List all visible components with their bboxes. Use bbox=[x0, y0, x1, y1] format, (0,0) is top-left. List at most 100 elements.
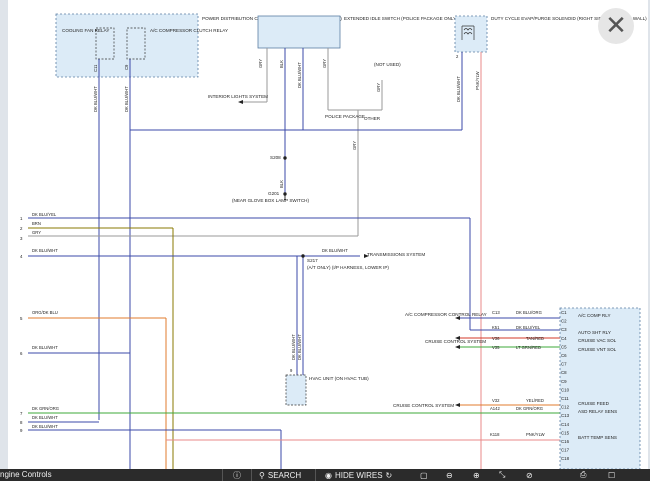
extended-idle-switch-box bbox=[257, 15, 341, 49]
not-used-label: (NOT USED) bbox=[374, 62, 401, 67]
s217-detail-label: (A/T ONLY) (I/P HARNESS, LOWER IP) bbox=[307, 265, 389, 270]
pcm-pin-c1: C1 bbox=[561, 310, 567, 315]
search-button[interactable]: ⚲ SEARCH bbox=[259, 469, 301, 481]
zoom-in-button[interactable]: ⊕ bbox=[473, 469, 480, 481]
pcm-pin-c18: C18 bbox=[561, 456, 570, 461]
pin-label-2: 2 bbox=[456, 54, 459, 59]
cooling-fan-relay-label: COOLING FAN RELAY bbox=[62, 28, 109, 33]
pcm-pin-c9: C9 bbox=[561, 379, 567, 384]
wire-label-gry: GRY bbox=[258, 59, 263, 68]
zoom-out-icon: ⊖ bbox=[446, 470, 453, 480]
cruise-control-system-label: CRUISE CONTROL SYSTEM bbox=[425, 339, 486, 344]
wire-label-gry-4: GRY bbox=[352, 141, 357, 150]
pcm-label-ac-comp-rly: A/C COMP RLY bbox=[578, 313, 611, 318]
pcm-pin-c4: C4 bbox=[561, 336, 567, 341]
pcm-pin-c7: C7 bbox=[561, 362, 567, 367]
other-label: OTHER bbox=[364, 116, 381, 121]
transmissions-system-label: TRANSMISSIONS SYSTEM bbox=[367, 252, 425, 257]
duty-cycle-solenoid-label: DUTY CYCLE EVAP/PURGE SOLENOID (RIGHT SI… bbox=[491, 16, 647, 21]
fit-screen-button[interactable]: ▢ bbox=[420, 469, 428, 481]
wire-label-dk-blu-yel-2: DK BLU/YEL bbox=[516, 325, 541, 330]
wire-label-dk-blu-wht-3: DK BLU/WHT bbox=[93, 86, 98, 112]
wiring-diagram-svg: COOLING FAN RELAY A/C COMPRESSOR CLUTCH … bbox=[20, 13, 647, 469]
solenoid-coil-icon bbox=[461, 25, 475, 40]
hvac-unit-box bbox=[285, 374, 307, 406]
circuit-k51: K51 bbox=[492, 325, 500, 330]
left-pin-1: 1 bbox=[20, 216, 23, 221]
left-pin-8: 8 bbox=[20, 420, 23, 425]
hide-wires-button[interactable]: ◉ HIDE WIRES ↻ bbox=[325, 469, 392, 481]
window-icon: ☐ bbox=[608, 470, 616, 480]
left-pin-7: 7 bbox=[20, 411, 23, 416]
pcm-label-asd-relay-sens: ASD RELAY SENS bbox=[578, 409, 617, 414]
search-label: SEARCH bbox=[267, 470, 302, 480]
wire-label-gry-2: GRY bbox=[322, 59, 327, 68]
pcm-label-cruise-vac-sol: CRUISE VAC SOL bbox=[578, 338, 617, 343]
circuit-v36: V36 bbox=[492, 336, 500, 341]
pcm-pin-c17: C17 bbox=[561, 448, 570, 453]
hide-wires-label: HIDE WIRES bbox=[334, 470, 383, 480]
wire-label-dk-grn-org-2: DK GRN/ORG bbox=[516, 406, 543, 411]
wire-label-dk-blu-wht-5: DK BLU/WHT bbox=[291, 334, 296, 360]
left-pin-4: 4 bbox=[20, 254, 23, 259]
pcm-pin-c16: C16 bbox=[561, 439, 570, 444]
s208-label: S208 bbox=[270, 155, 281, 160]
pcm-label-cruise-feed: CRUISE FEED bbox=[578, 401, 610, 406]
color-off-button[interactable]: ⊘ bbox=[526, 469, 533, 481]
extended-idle-switch-label: EXTENDED IDLE SWITCH (POLICE PACKAGE ONL… bbox=[344, 16, 458, 21]
ac-compressor-clutch-relay-label: A/C COMPRESSOR CLUTCH RELAY bbox=[150, 28, 228, 33]
print-button[interactable]: ⎙ bbox=[580, 469, 586, 481]
wire-label-pnk-ylw-2: PNK/YLW bbox=[526, 432, 545, 437]
toolbar-divider bbox=[251, 469, 252, 481]
toolbar-close-button[interactable]: ☐ bbox=[608, 469, 615, 481]
compress-icon: ⤡ bbox=[499, 470, 506, 479]
close-button[interactable]: ✕ bbox=[598, 8, 634, 44]
zoom-out-button[interactable]: ⊖ bbox=[446, 469, 453, 481]
g201-label: G201 bbox=[268, 191, 280, 196]
ac-clutch-relay-box bbox=[126, 27, 146, 60]
wire-label-org-dk-blu: ORG/DK BLU bbox=[32, 310, 58, 315]
pin-label-9: 9 bbox=[290, 368, 293, 373]
pcm-pin-c3: C3 bbox=[561, 327, 567, 332]
wire-label-blk: BLK bbox=[279, 60, 284, 68]
pcm-label-batt-temp-sens: BATT TEMP SENS bbox=[578, 435, 617, 440]
eye-icon: ◉ bbox=[325, 470, 332, 480]
wire-label-dk-blu-org: DK BLU/ORG bbox=[516, 310, 542, 315]
pcm-pin-c14: C14 bbox=[561, 422, 570, 427]
wire-label-dk-blu-wht-2: DK BLU/WHT bbox=[456, 76, 461, 102]
circuit-v32: V32 bbox=[492, 398, 500, 403]
toolbar-title: ngine Controls bbox=[0, 470, 52, 479]
wires-layer bbox=[28, 48, 560, 469]
pcm-label-auto-sht-rly: AUTO SHT RLY bbox=[578, 330, 611, 335]
left-pin-9: 9 bbox=[20, 428, 23, 433]
fit-screen-icon: ▢ bbox=[420, 470, 428, 480]
wire-label-tan-red: TAN/RED bbox=[526, 336, 544, 341]
info-button[interactable]: ⓘ bbox=[233, 469, 241, 481]
duty-cycle-solenoid-box bbox=[454, 15, 488, 53]
cooling-fan-relay-box bbox=[95, 27, 115, 60]
wire-label-dk-blu-wht-9: DK BLU/WHT bbox=[32, 415, 58, 420]
wire-label-brn: BRN bbox=[32, 221, 41, 226]
hvac-unit-label: HVAC UNIT (ON HVAC TUB) bbox=[309, 376, 369, 381]
pcm-pin-c8: C8 bbox=[561, 370, 567, 375]
ac-compressor-control-relay-label: A/C COMPRESSOR CONTROL RELAY bbox=[405, 312, 487, 317]
print-icon: ⎙ bbox=[580, 470, 587, 479]
wire-label-dk-blu-wht-11: DK BLU/WHT bbox=[322, 248, 348, 253]
search-icon: ⚲ bbox=[259, 470, 265, 480]
wire-label-dk-blu-wht-6: DK BLU/WHT bbox=[297, 334, 302, 360]
wire-label-dk-blu-wht: DK BLU/WHT bbox=[297, 62, 302, 88]
diagram-canvas: COOLING FAN RELAY A/C COMPRESSOR CLUTCH … bbox=[8, 0, 648, 469]
left-pin-6: 6 bbox=[20, 351, 23, 356]
circuit-c13: C13 bbox=[492, 310, 500, 315]
wire-label-dk-grn-org: DK GRN/ORG bbox=[32, 406, 59, 411]
wire-label-c11: C11 bbox=[93, 64, 98, 72]
wire-label-gry-5: GRY bbox=[32, 230, 41, 235]
pcm-pin-c13: C13 bbox=[561, 413, 570, 418]
cruise-control-system-label-2: CRUISE CONTROL SYSTEM bbox=[393, 403, 454, 408]
arrowheads bbox=[238, 100, 460, 407]
interior-lights-system-label: INTERIOR LIGHTS SYSTEM bbox=[208, 94, 268, 99]
wire-label-dk-blu-yel: DK BLU/YEL bbox=[32, 212, 57, 217]
compress-button[interactable]: ⤡ bbox=[499, 469, 505, 481]
pcm-pin-c5: C5 bbox=[561, 344, 567, 349]
